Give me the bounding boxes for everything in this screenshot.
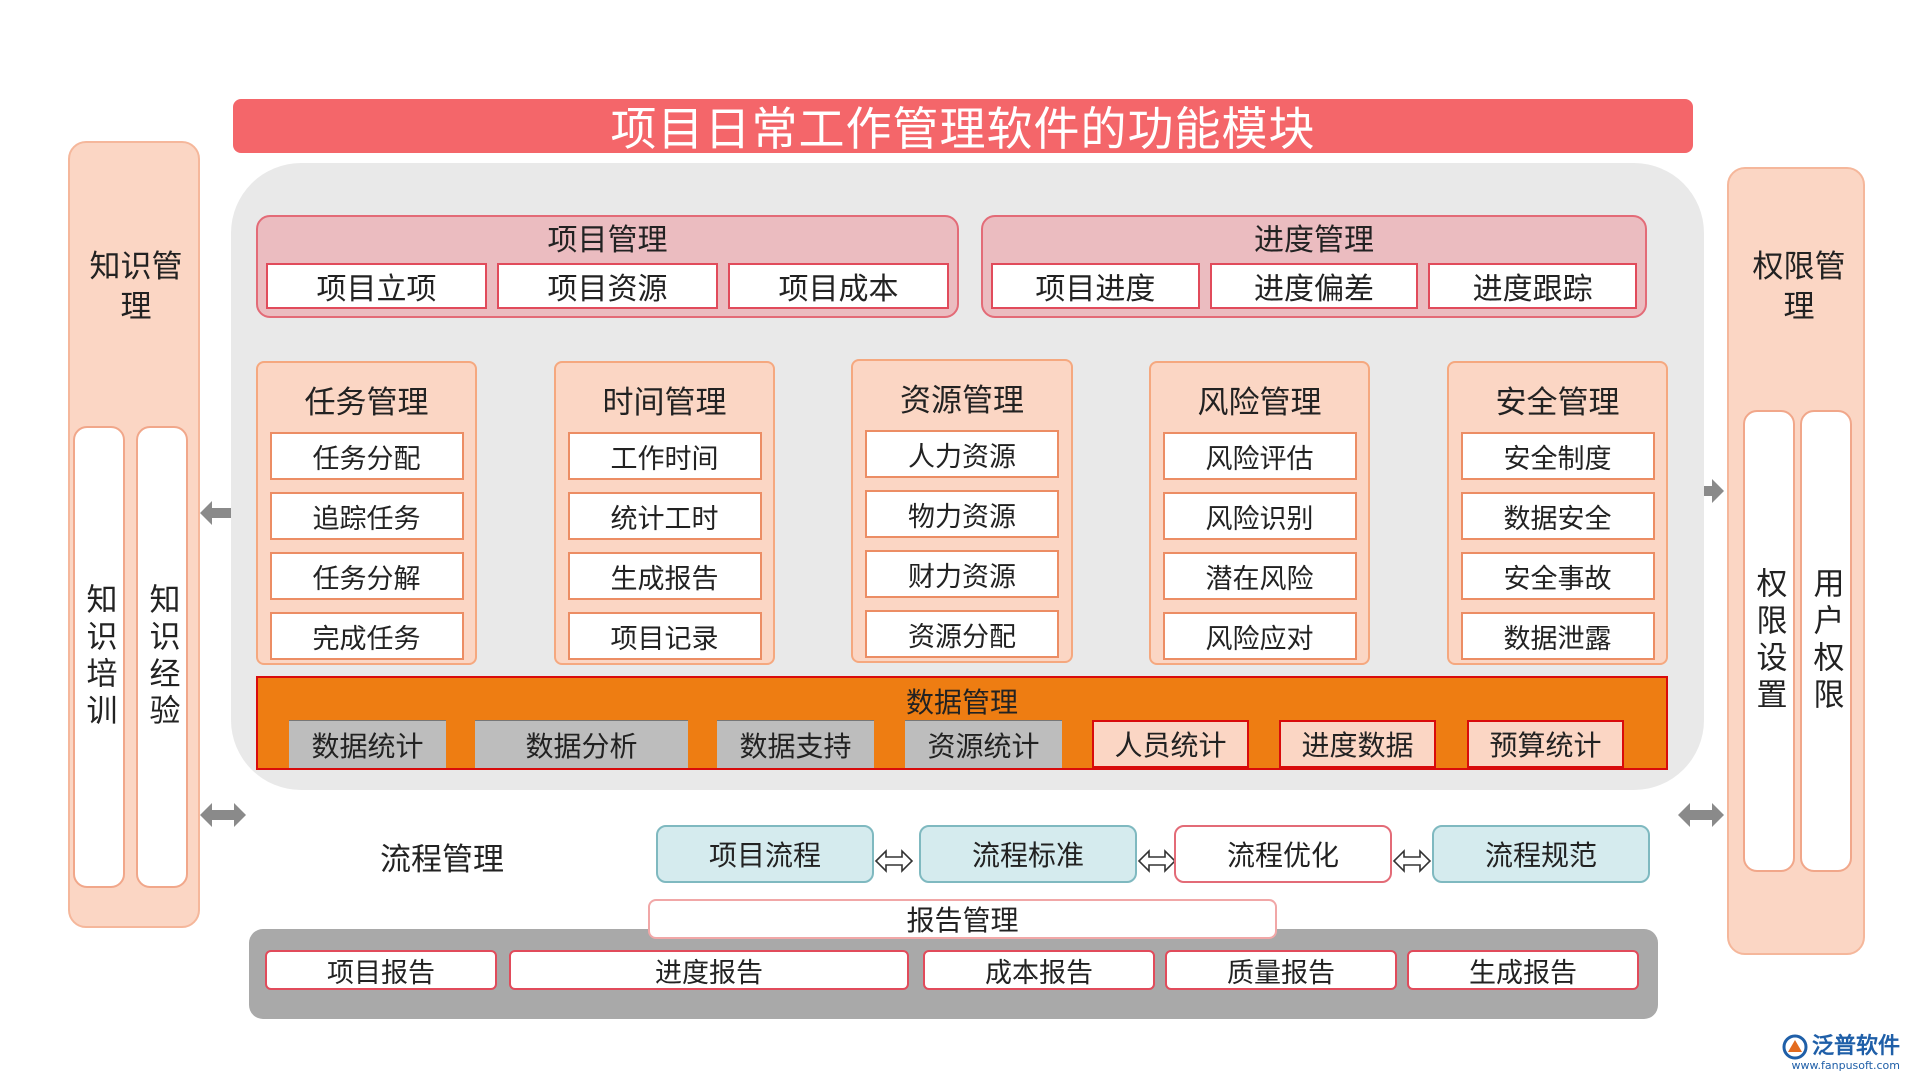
task-management-title: 任务管理 <box>304 385 429 421</box>
report-cost[interactable]: 成本报告 <box>923 950 1155 990</box>
module-item[interactable]: 安全制度 <box>1460 432 1655 480</box>
knowledge-experience[interactable]: 知识经验 <box>136 426 188 888</box>
module-item[interactable]: 物力资源 <box>865 490 1059 538</box>
module-item[interactable]: 任务分解 <box>269 552 464 600</box>
data-statistics[interactable]: 数据统计 <box>289 720 446 768</box>
module-item[interactable]: 工作时间 <box>567 432 762 480</box>
project-initiation[interactable]: 项目立项 <box>266 263 487 309</box>
schedule-management-title: 进度管理 <box>1254 223 1374 258</box>
workflow-label: 流程管理 <box>380 842 504 878</box>
project-management-title: 项目管理 <box>547 223 668 258</box>
permission-management-title: 权限管理 <box>1752 249 1846 325</box>
module-item[interactable]: 追踪任务 <box>269 492 464 540</box>
title-bar <box>233 99 1693 153</box>
module-item[interactable]: 项目记录 <box>567 612 762 660</box>
project-cost[interactable]: 项目成本 <box>728 263 949 309</box>
user-permissions[interactable]: 用户权限 <box>1800 410 1852 872</box>
module-item[interactable]: 数据泄露 <box>1460 612 1655 660</box>
schedule-deviation[interactable]: 进度偏差 <box>1209 263 1419 309</box>
flow-double-arrow <box>1137 849 1177 873</box>
report-management-title: 报告管理 <box>648 899 1277 939</box>
flow-double-arrow <box>1392 849 1432 873</box>
project-schedule[interactable]: 项目进度 <box>991 263 1200 309</box>
security-management-title: 安全管理 <box>1495 385 1620 421</box>
permission-settings[interactable]: 权限设置 <box>1743 410 1795 872</box>
data-support[interactable]: 数据支持 <box>717 720 874 768</box>
flow-double-arrow <box>874 849 914 873</box>
budget-statistics[interactable]: 预算统计 <box>1467 720 1624 768</box>
module-item[interactable]: 数据安全 <box>1460 492 1655 540</box>
module-item[interactable]: 任务分配 <box>269 432 464 480</box>
schedule-management-group: 进度管理 项目进度 进度偏差 进度跟踪 <box>981 215 1647 318</box>
module-item[interactable]: 潜在风险 <box>1162 552 1357 600</box>
data-analysis[interactable]: 数据分析 <box>475 720 688 768</box>
module-item[interactable]: 安全事故 <box>1460 552 1655 600</box>
module-item[interactable]: 风险识别 <box>1162 492 1357 540</box>
module-item[interactable]: 财力资源 <box>865 550 1059 598</box>
module-item[interactable]: 风险应对 <box>1162 612 1357 660</box>
schedule-data[interactable]: 进度数据 <box>1279 720 1436 768</box>
security-management-module: 安全管理 安全制度 数据安全 安全事故 数据泄露 <box>1447 361 1668 665</box>
flow-project-process[interactable]: 项目流程 <box>656 825 874 883</box>
report-generate[interactable]: 生成报告 <box>1407 950 1639 990</box>
schedule-tracking[interactable]: 进度跟踪 <box>1428 263 1638 309</box>
resource-statistics[interactable]: 资源统计 <box>905 720 1062 768</box>
module-item[interactable]: 完成任务 <box>269 612 464 660</box>
risk-management-title: 风险管理 <box>1197 385 1322 421</box>
project-management-group: 项目管理 项目立项 项目资源 项目成本 <box>256 215 959 318</box>
risk-management-module: 风险管理 风险评估 风险识别 潜在风险 风险应对 <box>1149 361 1370 665</box>
knowledge-management-title: 知识管理 <box>89 249 183 325</box>
project-resources[interactable]: 项目资源 <box>497 263 718 309</box>
brand-logo-icon <box>1782 1034 1808 1060</box>
resource-management-module: 资源管理 人力资源 物力资源 财力资源 资源分配 <box>851 359 1073 663</box>
report-project[interactable]: 项目报告 <box>265 950 497 990</box>
module-item[interactable]: 风险评估 <box>1162 432 1357 480</box>
module-item[interactable]: 人力资源 <box>865 430 1059 478</box>
flow-standard[interactable]: 流程标准 <box>919 825 1137 883</box>
brand-logo-url: www.fanpusoft.com <box>1791 1059 1900 1072</box>
data-management-title: 数据管理 <box>905 686 1018 719</box>
brand-logo-name: 泛普软件 <box>1811 1034 1900 1059</box>
task-management-module: 任务管理 任务分配 追踪任务 任务分解 完成任务 <box>256 361 477 665</box>
flow-optimization[interactable]: 流程优化 <box>1174 825 1392 883</box>
flow-specification[interactable]: 流程规范 <box>1432 825 1650 883</box>
module-item[interactable]: 生成报告 <box>567 552 762 600</box>
personnel-statistics[interactable]: 人员统计 <box>1092 720 1249 768</box>
page-title: 项目日常工作管理软件的功能模块 <box>610 102 1316 156</box>
resource-management-title: 资源管理 <box>900 383 1024 419</box>
report-quality[interactable]: 质量报告 <box>1165 950 1397 990</box>
time-management-module: 时间管理 工作时间 统计工时 生成报告 项目记录 <box>554 361 775 665</box>
time-management-title: 时间管理 <box>602 385 727 421</box>
report-progress[interactable]: 进度报告 <box>509 950 909 990</box>
module-item[interactable]: 统计工时 <box>567 492 762 540</box>
module-item[interactable]: 资源分配 <box>865 610 1059 658</box>
left-double-arrow-bottom <box>200 803 246 827</box>
right-double-arrow-bottom <box>1678 803 1724 827</box>
brand-logo: 泛普软件 www.fanpusoft.com <box>1782 1028 1900 1072</box>
knowledge-training[interactable]: 知识培训 <box>73 426 125 888</box>
